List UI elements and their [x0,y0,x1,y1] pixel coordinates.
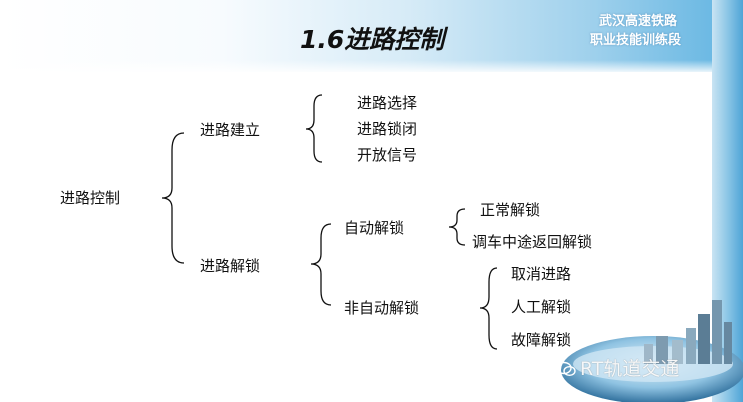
node-signal-open: 开放信号 [357,146,417,164]
node-manual-release: 非自动解锁 [344,299,419,317]
city-globe-graphic [561,300,743,402]
org-name: 武汉高速铁路 [598,14,677,29]
brace-auto-release [448,208,466,246]
brace-route-setup [305,94,323,163]
org-department: 职业技能训练段 [589,33,681,48]
node-root: 进路控制 [60,189,120,207]
node-route-selection: 进路选择 [357,94,417,112]
node-cancel-route: 取消进路 [511,265,571,283]
node-manual-unlock: 人工解锁 [511,298,571,316]
slide-title: 1.6进路控制 [300,25,445,54]
node-route-setup: 进路建立 [200,121,260,139]
watermark-text: RT轨道交通 [580,358,680,380]
node-route-locking: 进路锁闭 [357,120,417,138]
wechat-icon [556,361,576,377]
watermark: RT轨道交通 [556,354,679,381]
brace-root [161,132,185,264]
node-auto-release: 自动解锁 [344,219,404,237]
header-fade [0,60,743,74]
node-route-release: 进路解锁 [200,257,260,275]
brace-route-release [310,223,332,306]
node-normal-release: 正常解锁 [480,201,540,219]
node-fault-release: 故障解锁 [511,331,571,349]
node-shunting-return-release: 调车中途返回解锁 [472,233,592,251]
brace-manual-release [479,267,498,350]
